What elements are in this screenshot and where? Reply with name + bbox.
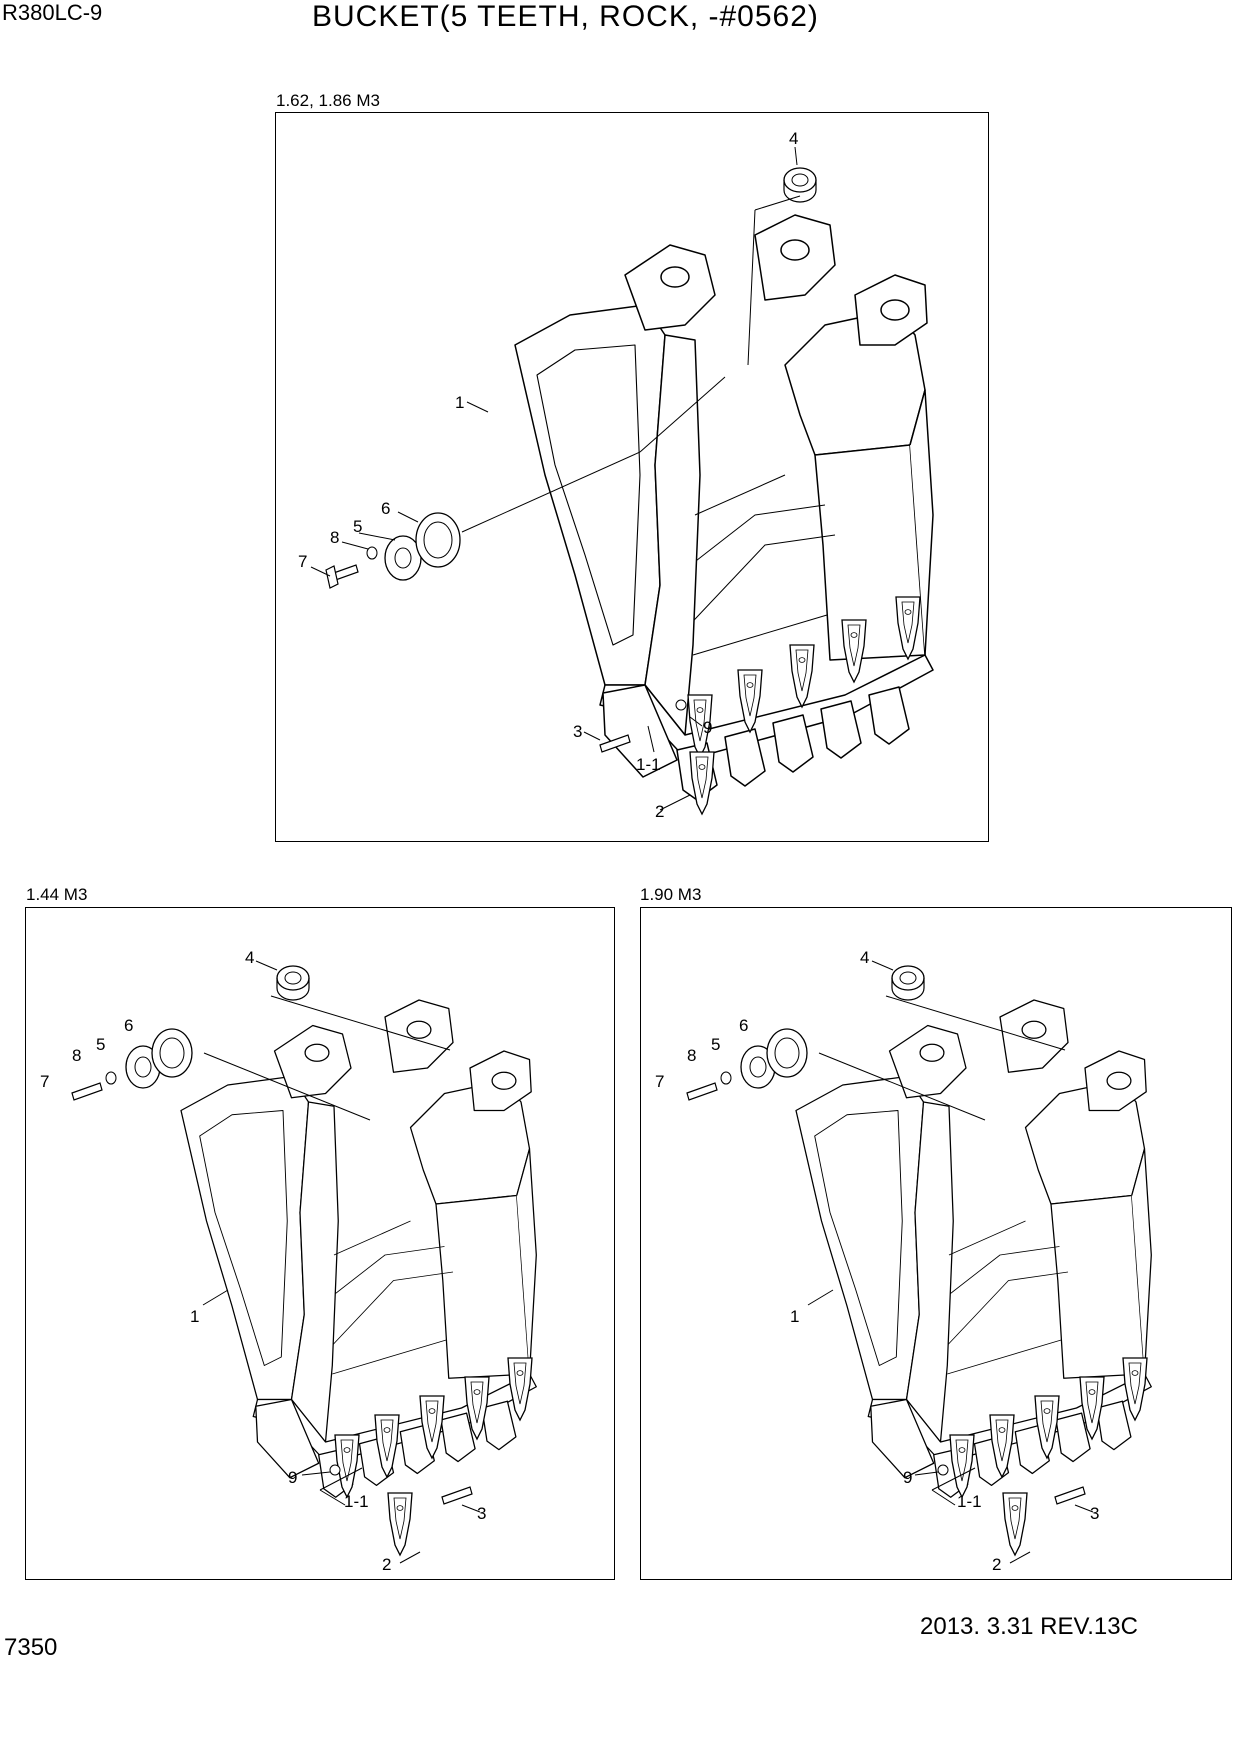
callout-5: 5: [96, 1035, 105, 1054]
callout-4: 4: [860, 948, 869, 967]
panel-caption-left: 1.44 M3: [26, 885, 88, 904]
callout-7: 7: [298, 552, 307, 571]
model-number: R380LC-9: [2, 0, 103, 25]
callout-3: 3: [573, 722, 582, 741]
callout-9: 9: [703, 718, 712, 737]
callout-1-1: 1-1: [344, 1492, 369, 1511]
callout-6: 6: [739, 1016, 748, 1035]
callout-4: 4: [245, 948, 254, 967]
callout-5: 5: [353, 517, 362, 536]
callout-2: 2: [382, 1555, 391, 1574]
callout-1: 1: [790, 1307, 799, 1326]
page-title: BUCKET(5 TEETH, ROCK, -#0562): [312, 0, 819, 33]
callout-3: 3: [477, 1504, 486, 1523]
callout-1-1: 1-1: [957, 1492, 982, 1511]
callout-8: 8: [72, 1046, 81, 1065]
callout-9: 9: [903, 1468, 912, 1487]
callout-3: 3: [1090, 1504, 1099, 1523]
callout-6: 6: [124, 1016, 133, 1035]
callout-7: 7: [40, 1072, 49, 1091]
diagram-panel-right: [640, 907, 1232, 1580]
callout-4: 4: [789, 129, 798, 148]
diagram-panel-top: [275, 112, 989, 842]
callout-1: 1: [190, 1307, 199, 1326]
callout-6: 6: [381, 499, 390, 518]
page-number: 7350: [4, 1634, 58, 1661]
callout-1: 1: [455, 393, 464, 412]
panel-caption-right: 1.90 M3: [640, 885, 702, 904]
callout-8: 8: [330, 528, 339, 547]
callout-2: 2: [992, 1555, 1001, 1574]
revision-date: 2013. 3.31 REV.13C: [920, 1613, 1138, 1640]
panel-caption-top: 1.62, 1.86 M3: [276, 91, 380, 110]
callout-5: 5: [711, 1035, 720, 1054]
callout-7: 7: [655, 1072, 664, 1091]
diagram-panel-left: [25, 907, 615, 1580]
callout-2: 2: [655, 802, 664, 821]
callout-1-1: 1-1: [636, 755, 661, 774]
callout-9: 9: [288, 1468, 297, 1487]
callout-8: 8: [687, 1046, 696, 1065]
